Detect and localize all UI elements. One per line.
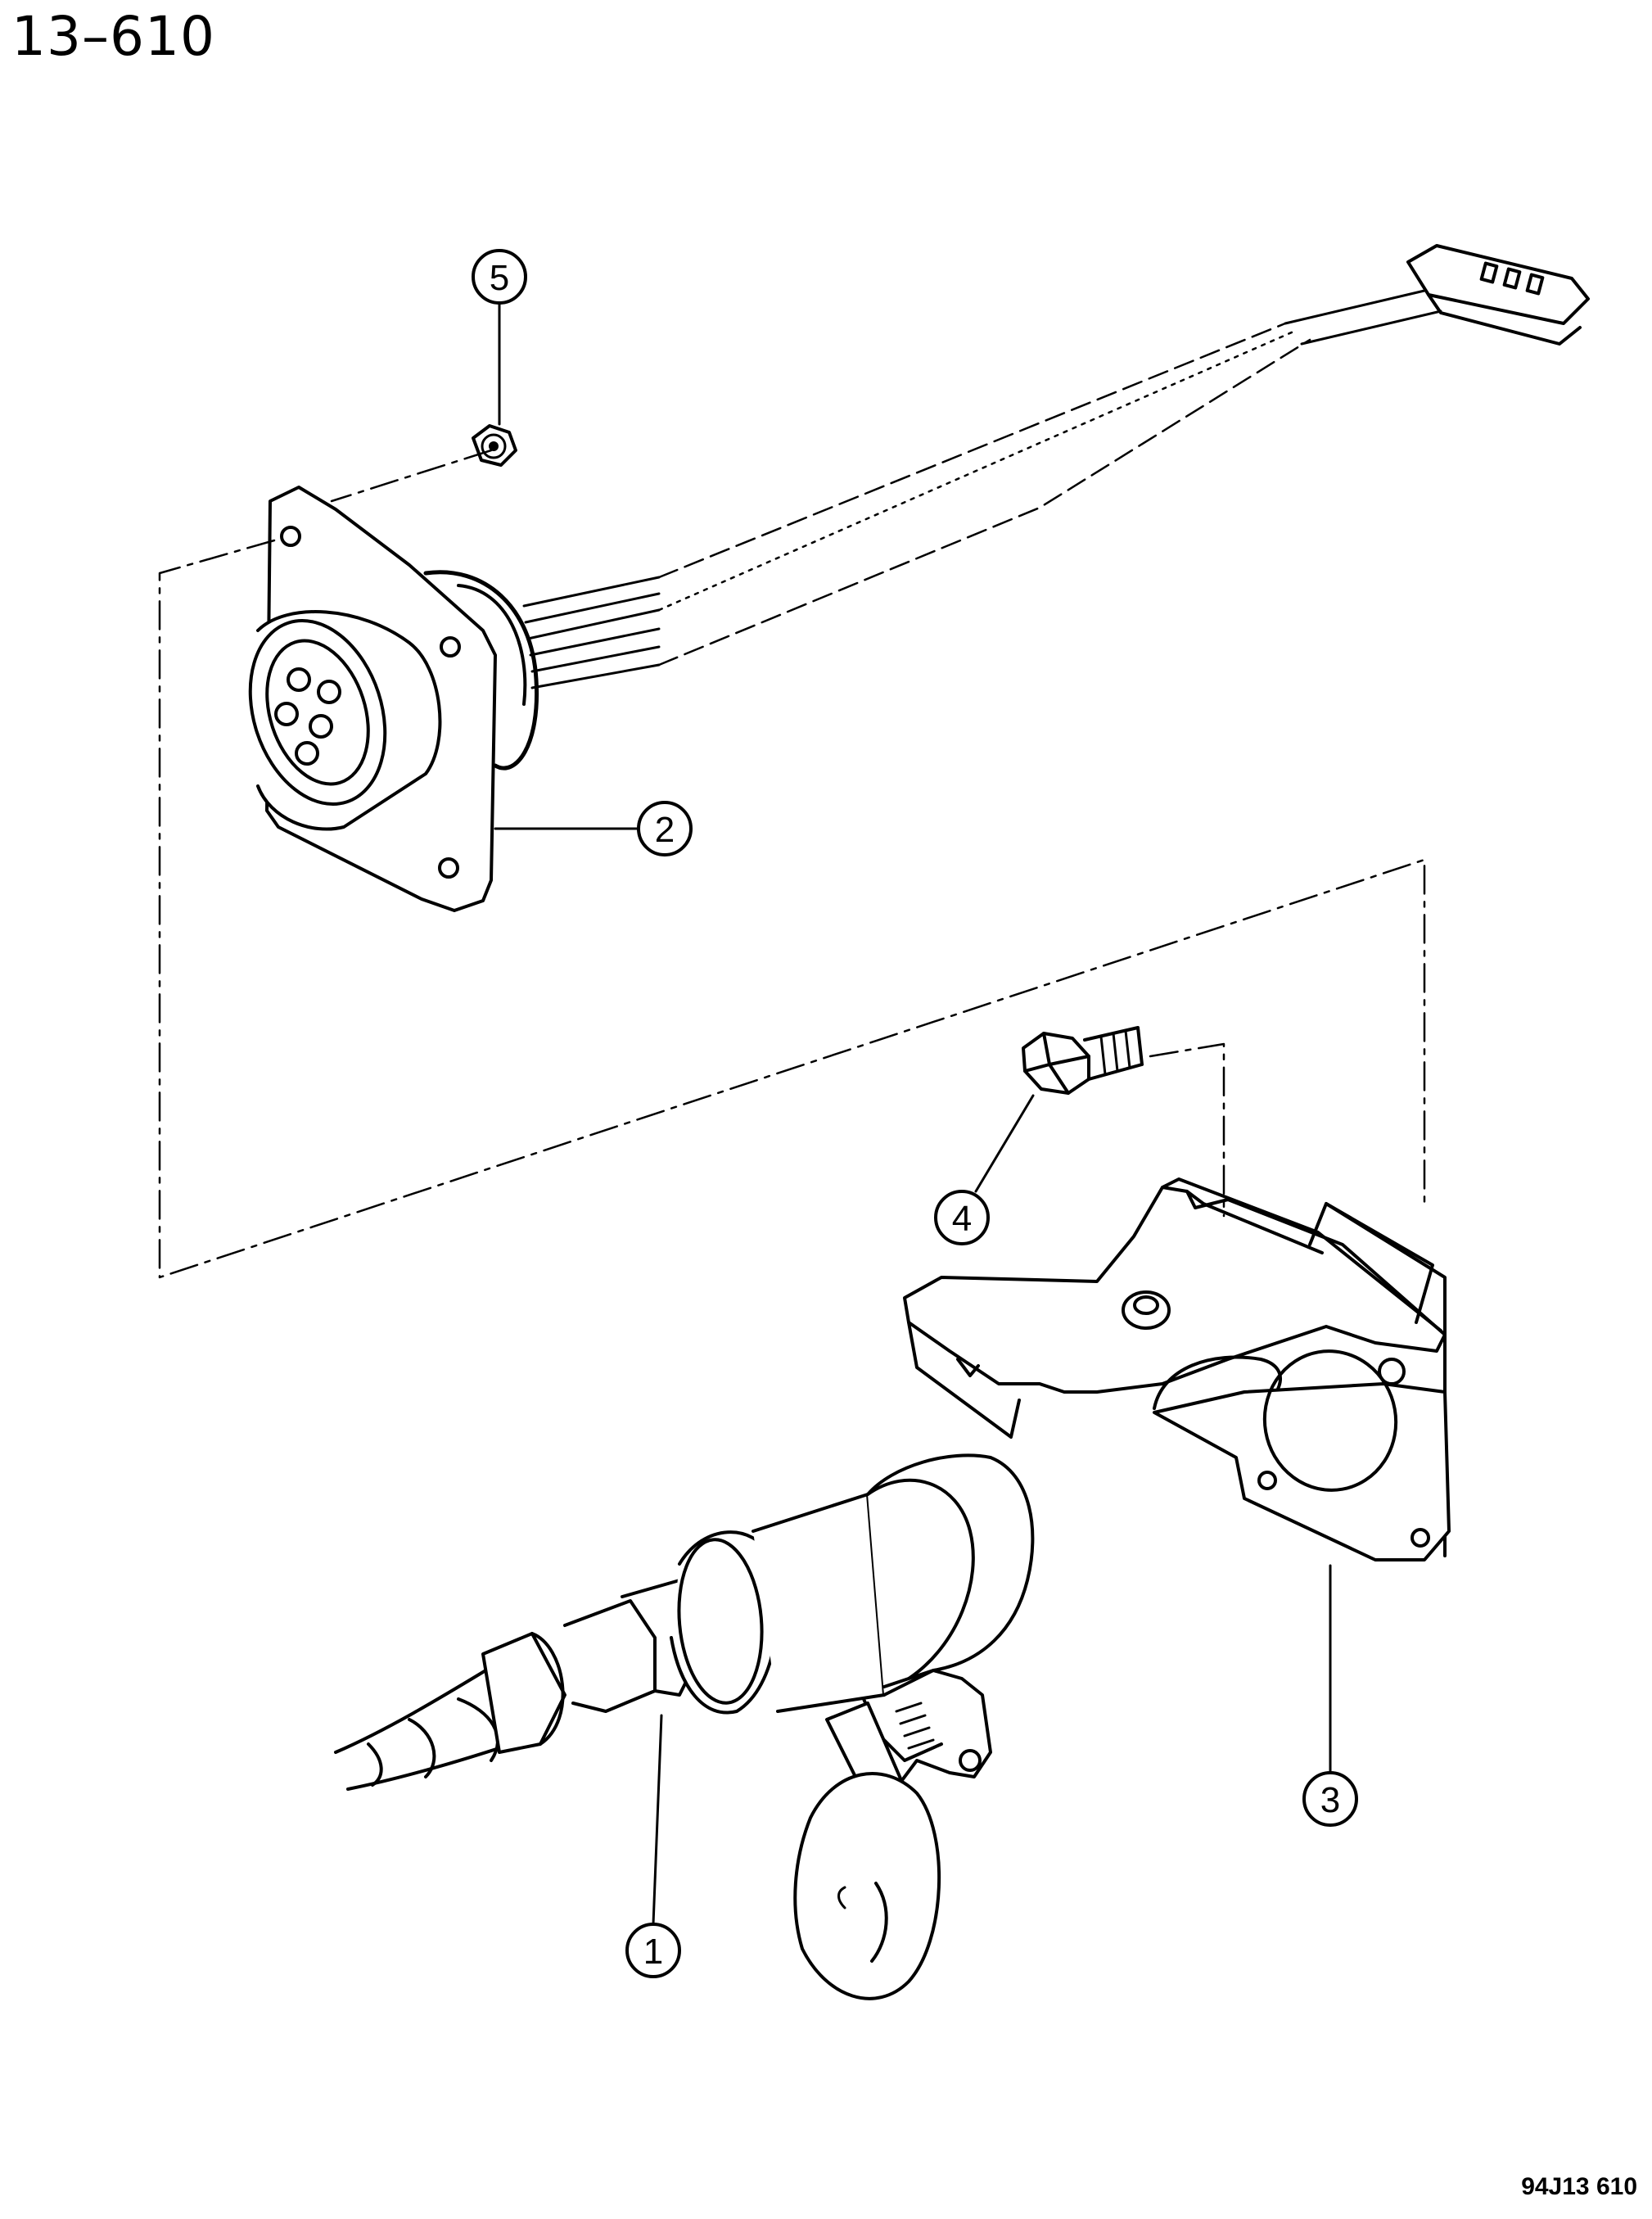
svg-text:1: 1 bbox=[643, 1932, 663, 1972]
assembly-lines bbox=[158, 449, 1426, 1279]
trailer-plug-part bbox=[334, 1453, 1035, 2000]
callout-1: 1 bbox=[625, 1714, 681, 1978]
bolt-part bbox=[1022, 1026, 1144, 1095]
callout-5: 5 bbox=[472, 249, 527, 426]
callout-2: 2 bbox=[494, 801, 693, 856]
page-title: 13–610 bbox=[11, 5, 215, 68]
svg-text:3: 3 bbox=[1320, 1780, 1340, 1820]
callout-4: 4 bbox=[934, 1094, 1035, 1245]
nut-part bbox=[472, 424, 517, 467]
connector-socket-part bbox=[248, 244, 1590, 912]
mounting-bracket-part bbox=[903, 1177, 1451, 1561]
svg-text:4: 4 bbox=[952, 1199, 972, 1239]
svg-text:2: 2 bbox=[655, 810, 675, 850]
figure-code: 94J13 610 bbox=[1521, 2173, 1637, 2200]
callout-3: 3 bbox=[1302, 1564, 1358, 1827]
svg-text:5: 5 bbox=[490, 258, 509, 298]
